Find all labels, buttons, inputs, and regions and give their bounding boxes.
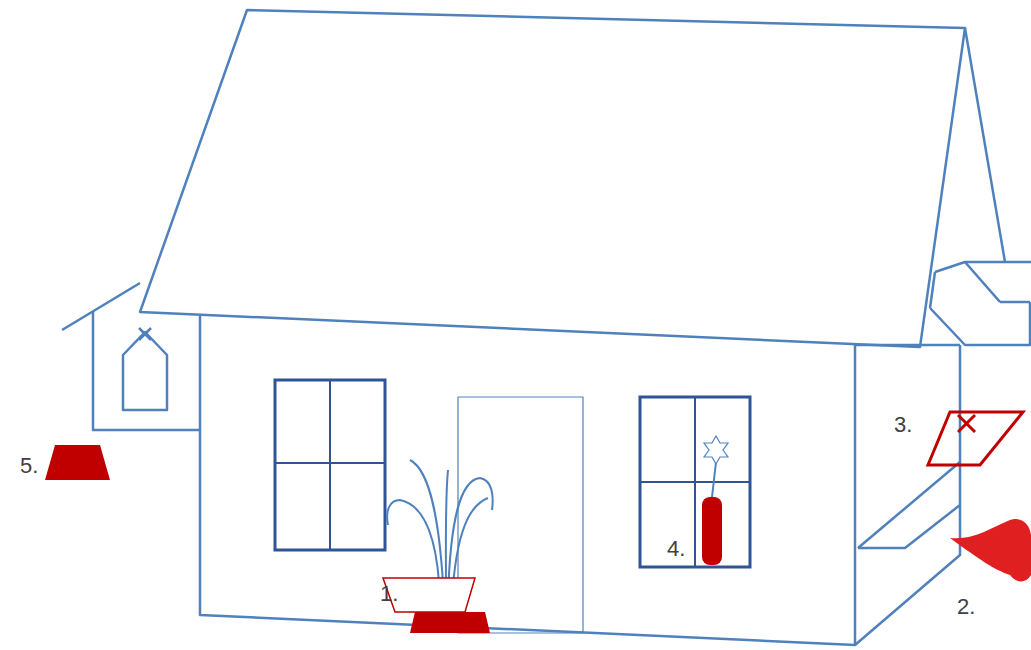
dormer-edge: [1000, 301, 1030, 304]
red-block: [45, 445, 110, 480]
shed-roof: [62, 283, 140, 330]
house-outline: [62, 10, 1031, 645]
eave: [855, 344, 960, 347]
vase: [702, 436, 728, 565]
window-bar: [329, 380, 331, 550]
callout-number: 4.: [667, 538, 685, 560]
shed-mark: [139, 328, 151, 340]
red-splash: [950, 519, 1031, 581]
dormer-front: [930, 302, 1030, 345]
window: [640, 397, 750, 567]
shed-window: [123, 332, 167, 410]
dormer-edge: [930, 272, 935, 308]
gable: [965, 28, 1031, 262]
callout-number: 1.: [380, 583, 398, 605]
door: [458, 397, 583, 633]
shed-wall: [93, 312, 200, 430]
callout-number: 5.: [20, 455, 38, 477]
windows: [275, 380, 750, 567]
side-bench: [858, 462, 960, 548]
fountain: [383, 460, 493, 633]
shed-mark: [139, 328, 151, 340]
window-bar: [640, 481, 750, 483]
window-bar: [275, 462, 385, 464]
window: [275, 380, 385, 550]
red-mat: [928, 412, 1023, 465]
roof: [140, 10, 965, 347]
callout-number: 2.: [957, 596, 975, 618]
callout-number: 3.: [894, 414, 912, 436]
front-wall: [200, 316, 855, 645]
side-bench: [858, 505, 960, 548]
side-wall: [855, 345, 960, 645]
dormer-edge: [965, 262, 1000, 302]
